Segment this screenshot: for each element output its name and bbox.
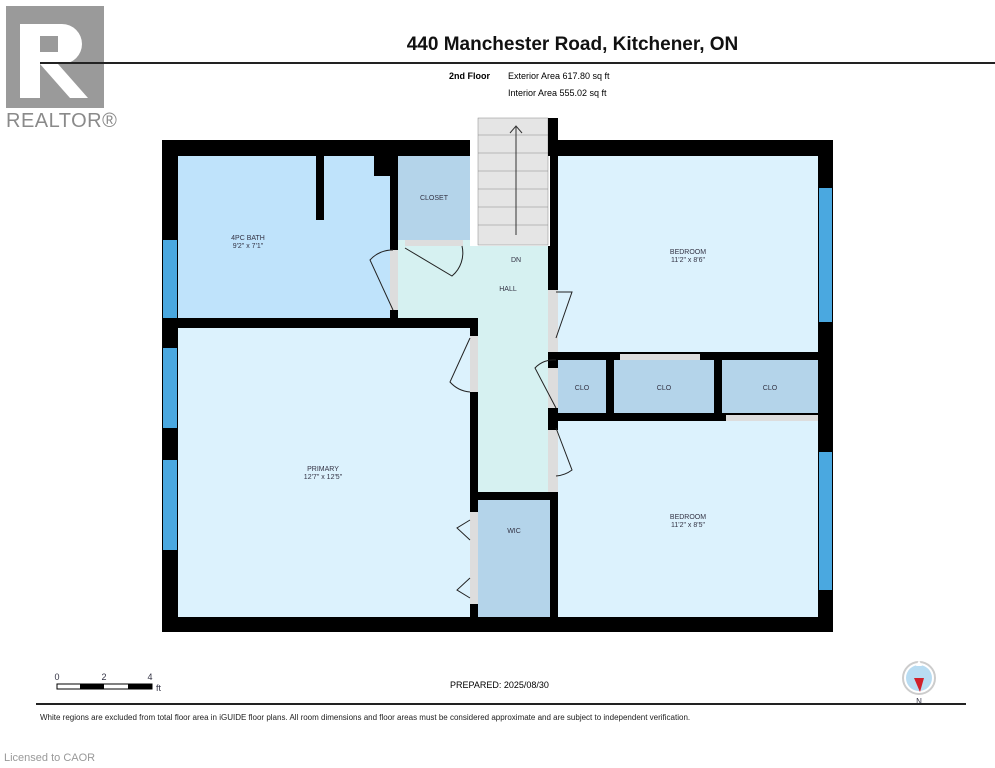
room-closet [398, 156, 470, 240]
exterior-area: Exterior Area 617.80 sq ft [508, 71, 610, 81]
bedroom-1-label: BEDROOM [670, 249, 706, 256]
primary-dims: 12'7" x 12'5" [304, 474, 343, 481]
clo-1-label: CLO [575, 385, 590, 392]
bedroom-2-dims: 11'2" x 8'5" [671, 522, 705, 529]
room-clo-1 [558, 360, 606, 413]
bath-label: 4PC BATH [231, 235, 265, 242]
bedroom-1-dims: 11'2" x 8'6" [671, 257, 705, 264]
windows [163, 188, 832, 590]
divider [36, 703, 966, 705]
room-wic [478, 500, 550, 617]
room-bath [178, 156, 390, 318]
scale-tick-2: 2 [101, 672, 106, 682]
room-hall-lower [478, 318, 548, 492]
closet-label: CLOSET [420, 195, 449, 202]
page-title: 440 Manchester Road, Kitchener, ON [406, 34, 739, 55]
doors [390, 240, 818, 604]
interior-area: Interior Area 555.02 sq ft [508, 88, 607, 98]
scale-tick-0: 0 [54, 672, 59, 682]
room-bedroom-1 [558, 156, 818, 352]
room-clo-2 [614, 360, 714, 413]
divider [40, 62, 995, 64]
bath-dims: 9'2" x 7'1" [233, 243, 264, 250]
realtor-logo-text: REALTOR® [6, 110, 118, 132]
primary-label: PRIMARY [307, 466, 339, 473]
wic-label: WIC [507, 528, 521, 535]
compass-icon: N [902, 660, 936, 706]
stairs [470, 116, 558, 246]
compass-n-label: N [916, 697, 922, 706]
scale-tick-4: 4 [147, 672, 152, 682]
scale-unit: ft [156, 683, 162, 693]
stairs-dn-label: DN [511, 257, 521, 264]
door-swings [369, 245, 573, 599]
room-clo-3 [722, 360, 818, 413]
clo-3-label: CLO [763, 385, 778, 392]
hall-label: HALL [499, 286, 517, 293]
room-bedroom-2 [558, 421, 818, 617]
bedroom-2-label: BEDROOM [670, 514, 706, 521]
disclaimer: White regions are excluded from total fl… [40, 713, 691, 722]
clo-2-label: CLO [657, 385, 672, 392]
floor-label: 2nd Floor [449, 71, 490, 81]
room-primary [178, 328, 470, 617]
license-text: Licensed to CAOR [4, 752, 96, 764]
scale-bar: 0 2 4 ft [54, 672, 161, 693]
room-hall [398, 240, 548, 318]
prepared-date: PREPARED: 2025/08/30 [450, 680, 549, 690]
realtor-logo [6, 6, 104, 108]
